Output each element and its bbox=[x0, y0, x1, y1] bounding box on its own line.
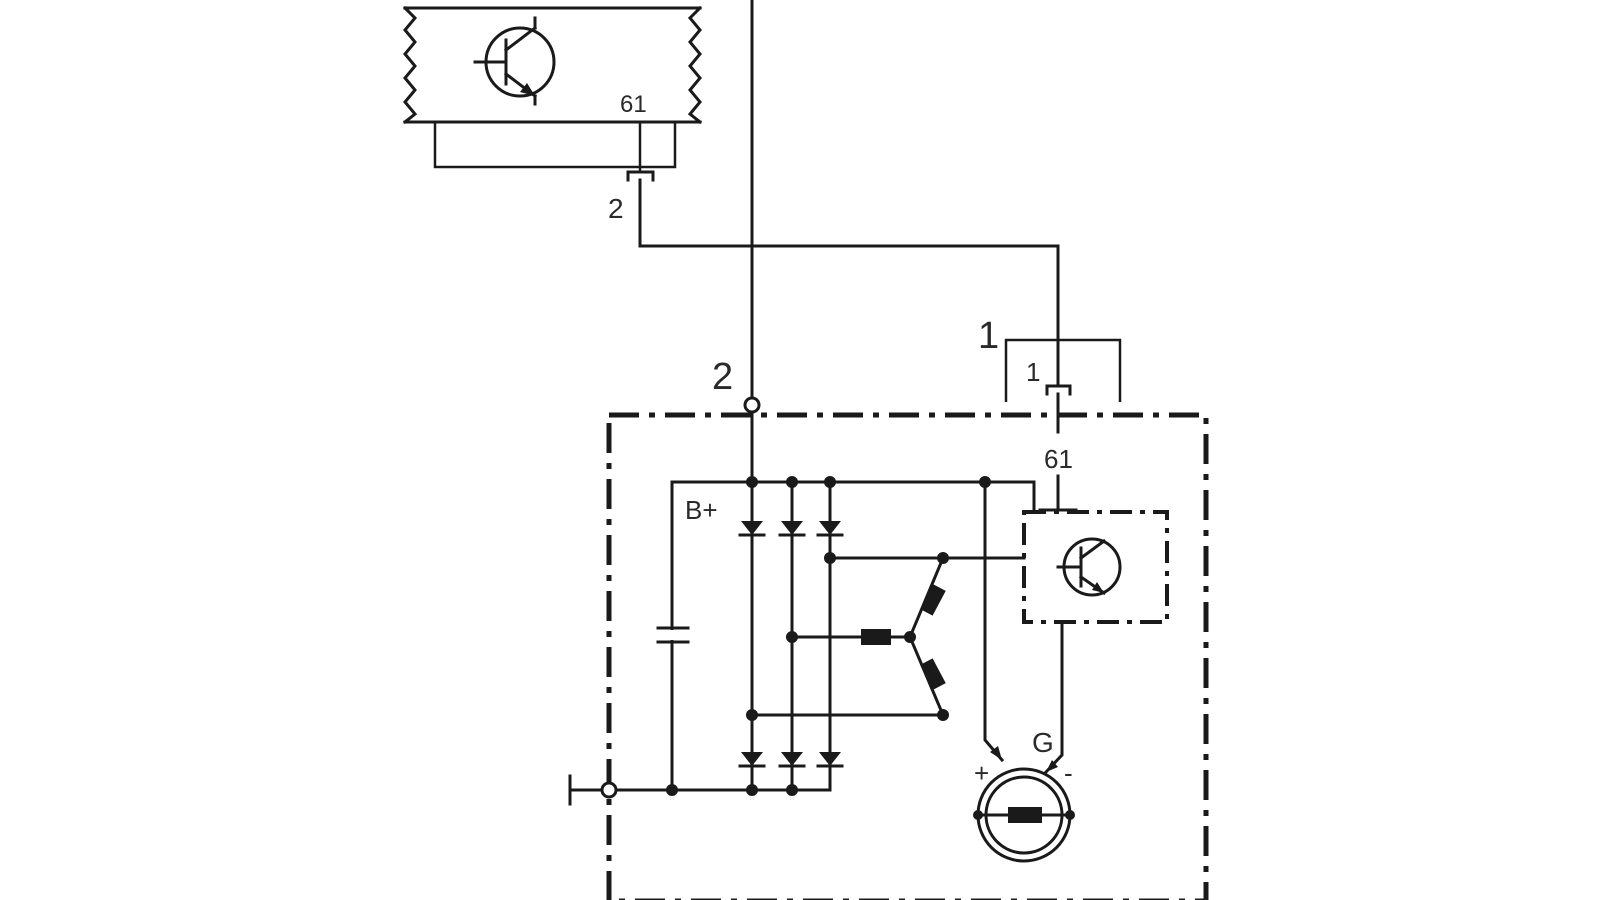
ground-terminal bbox=[600, 781, 618, 799]
field-arrows bbox=[990, 746, 1058, 772]
terminal-b-plus-number-label: 2 bbox=[712, 356, 733, 398]
rectifier-upper-diodes bbox=[738, 521, 844, 537]
ecu-connector-pin-label: 2 bbox=[608, 193, 624, 224]
field-plus-label: + bbox=[974, 758, 989, 788]
terminal-b-plus bbox=[743, 396, 761, 414]
connector-1: 1 1 bbox=[978, 315, 1122, 434]
regulator-pin-label: 61 bbox=[1044, 444, 1073, 474]
junction-dots bbox=[666, 476, 1075, 820]
alternator-housing bbox=[606, 412, 1209, 900]
ecu-module: 61 2 bbox=[402, 5, 703, 224]
connector-pin-label: 1 bbox=[1026, 357, 1040, 387]
field-minus-label: - bbox=[1064, 758, 1073, 788]
ecu-connector-icon bbox=[626, 170, 655, 182]
connector-number-label: 1 bbox=[978, 315, 999, 357]
ecu-pin-label: 61 bbox=[620, 91, 647, 118]
ecu-right-torn-edge bbox=[687, 5, 703, 125]
rectifier-lower-diodes bbox=[738, 752, 844, 768]
regulator-wire bbox=[638, 178, 1060, 387]
voltage-regulator bbox=[1022, 510, 1169, 624]
connector-1-pin-icon bbox=[1045, 384, 1072, 396]
regulator-transistor-icon bbox=[1056, 537, 1122, 597]
b-plus-label: B+ bbox=[685, 495, 718, 525]
ecu-left-torn-edge bbox=[402, 5, 418, 125]
generator-label: G bbox=[1032, 727, 1054, 758]
ecu-transistor-icon bbox=[473, 16, 556, 106]
generator-icon bbox=[976, 767, 1072, 863]
capacitor bbox=[656, 626, 690, 644]
